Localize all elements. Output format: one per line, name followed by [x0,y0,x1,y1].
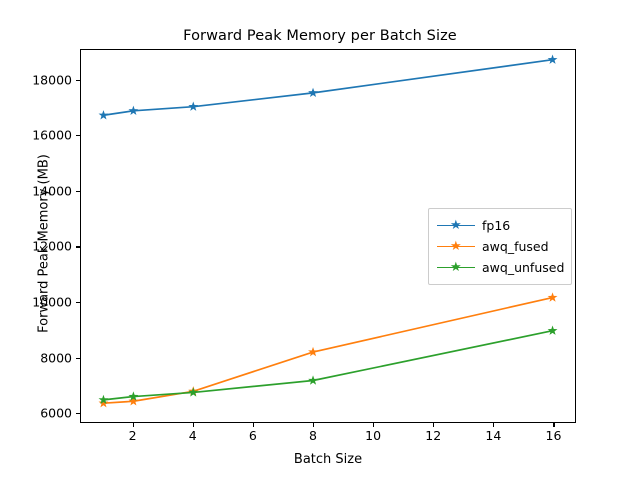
series-line [102,58,554,117]
data-point-marker [308,87,318,98]
data-point-marker [98,394,109,405]
x-tick-label: 10 [365,428,382,443]
x-tick-mark [312,423,315,427]
x-tick-label: 2 [128,428,137,443]
y-tick-mark [76,302,80,304]
x-tick-label: 8 [308,428,317,443]
legend-swatch: ★ [437,238,475,254]
x-tick-label: 4 [188,428,197,443]
legend-label: awq_unfused [482,260,565,275]
x-tick-label: 14 [485,428,502,443]
data-point-marker [128,391,139,401]
legend-line [437,266,475,269]
x-axis-label: Batch Size [293,452,363,467]
legend-item-awq_unfused[interactable]: ★ awq_unfused [437,257,565,278]
star-icon: ★ [450,217,462,233]
series-awq_fused [98,292,558,408]
series-awq_unfused [98,325,558,405]
x-tick-label: 16 [545,428,562,443]
x-tick-mark [493,423,495,427]
y-tick-label: 10000 [32,294,72,310]
data-point-marker [188,387,199,397]
plot-area [80,49,576,423]
x-tick-mark [192,423,194,427]
data-point-marker [98,398,109,408]
legend: ★ fp16 ★ awq_fused ★ awq_unfused [428,208,572,285]
legend-label: fp16 [482,218,511,233]
x-tick-mark [373,423,375,427]
x-tick-mark [553,423,555,427]
series-fp16 [98,54,558,120]
legend-line [437,245,475,248]
series-line [102,329,554,401]
data-point-marker [128,105,139,116]
data-point-marker [308,346,318,357]
data-point-marker [188,101,199,111]
x-tick-mark [433,423,435,427]
y-tick-mark [76,246,80,248]
star-icon: ★ [450,238,462,254]
legend-swatch: ★ [437,217,475,233]
plot-lines [98,54,558,408]
data-point-marker [547,292,558,302]
data-point-marker [547,54,558,64]
data-point-marker [128,396,139,406]
y-tick-label: 16000 [32,127,72,143]
data-point-marker [308,375,318,385]
y-tick-mark [76,79,80,81]
y-tick-label: 6000 [40,405,72,421]
x-tick-label: 12 [425,428,442,443]
legend-line [437,224,475,227]
legend-item-fp16[interactable]: ★ fp16 [437,215,563,236]
y-tick-mark [76,357,80,359]
data-point-marker [98,110,109,120]
y-tick-mark [76,135,80,137]
y-tick-label: 18000 [32,72,72,88]
y-tick-label: 12000 [32,238,72,254]
y-tick-mark [76,190,80,192]
y-tick-label: 8000 [40,350,72,366]
x-tick-mark [252,423,254,427]
chart-title: Forward Peak Memory per Batch Size [183,28,457,44]
legend-swatch: ★ [437,259,475,275]
x-tick-mark [132,423,134,427]
x-tick-label: 6 [248,428,257,443]
data-point-marker [547,325,558,335]
star-icon: ★ [450,259,462,275]
y-tick-label: 14000 [32,183,72,199]
series-line [102,296,554,405]
legend-label: awq_fused [482,239,549,254]
legend-item-awq_fused[interactable]: ★ awq_fused [437,236,563,257]
y-tick-mark [76,413,80,415]
